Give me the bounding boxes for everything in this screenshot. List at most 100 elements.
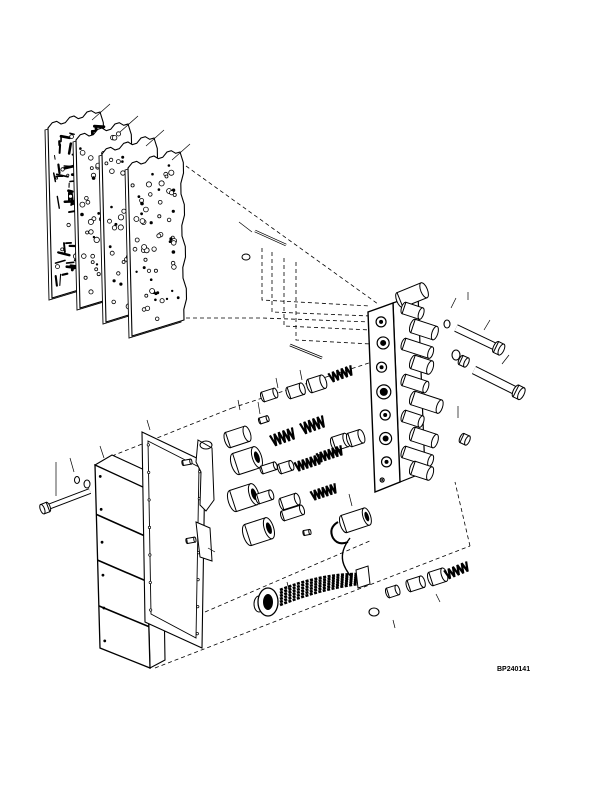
separator-gasket-lower-hole [164, 174, 169, 179]
leader-line-5 [146, 419, 151, 431]
separator-plate-hole [114, 222, 118, 226]
gasket-hole [146, 443, 150, 447]
dowel-pin [289, 344, 323, 359]
plug-nut-lower [458, 432, 471, 446]
bottom-spool-b [426, 567, 449, 587]
separator-plate-hole [121, 155, 125, 159]
valve-body-half-plate-channel [67, 142, 73, 155]
cover-bolt-hole [98, 475, 102, 478]
valve-body-fitting-3-end-face [427, 346, 435, 359]
check-ball [241, 253, 251, 261]
solenoid-spool-spring-parts [223, 229, 372, 547]
valve-body-bore-center [379, 319, 384, 324]
gasket-hole [147, 525, 152, 530]
separator-gasket-upper-hole [92, 235, 96, 239]
mounting-bolt-upper-shaft [454, 325, 498, 350]
leader-line-11 [450, 297, 457, 309]
separator-gasket-lower-hole [170, 240, 177, 246]
separator-gasket-lower-hole [149, 221, 153, 225]
separator-gasket-lower-hole [176, 296, 180, 300]
gasket-hole [196, 578, 200, 582]
solenoid-spool-d-end-face [293, 492, 301, 506]
cover-rib-1 [96, 513, 147, 538]
leader-line-6 [237, 399, 241, 411]
separator-gasket-lower-hole [154, 316, 160, 321]
separator-gasket-lower-hole [153, 268, 158, 273]
separator-plate-hole [121, 160, 124, 163]
leader-line-17 [392, 619, 396, 629]
valve-body-half-plate-channel [59, 273, 62, 286]
harness-lead [341, 537, 353, 579]
o-ring-bottom [368, 607, 380, 617]
valve-body-bore-center [380, 339, 387, 346]
valve-body-half-plate-channel [57, 163, 61, 175]
solenoid-spool-d [278, 492, 301, 511]
separator-gasket-lower-hole [151, 172, 154, 176]
separator-gasket-lower-hole [171, 264, 177, 270]
separator-plate-stack [44, 103, 191, 339]
separator-gasket-upper-hole [81, 253, 87, 259]
valve-spool-a-end-face [298, 382, 306, 395]
bottom-plug-end-face [394, 584, 401, 596]
valve-body-fitting-1 [400, 301, 425, 320]
separator-gasket-upper-hole [79, 201, 86, 208]
separator-gasket-lower-hole [149, 288, 156, 294]
solenoid-upper-core [253, 451, 260, 463]
valve-body-half-plate-port [55, 176, 59, 180]
bottom-plug [384, 584, 401, 599]
separator-plate-hole [116, 271, 121, 276]
spring-a [327, 365, 353, 383]
leader-line-3 [69, 457, 75, 473]
valve-body-half-plate-channel [55, 173, 69, 178]
separator-gasket-lower-hole [133, 216, 140, 222]
valve-body-bore-center [382, 435, 389, 442]
cover-bolt-hole [103, 639, 107, 643]
wiring-harness [253, 537, 371, 617]
valve-body-half-plate-channel [65, 265, 76, 269]
solenoid-spool-a-end-face [272, 461, 278, 471]
separator-gasket-upper-hole [87, 218, 94, 225]
regulator-valve [223, 425, 252, 449]
harness-bracket-lower [195, 521, 213, 562]
valve-body-fitting-4 [408, 354, 435, 375]
o-ring [199, 440, 213, 450]
separator-gasket-upper-hole [88, 289, 94, 295]
side-cover-assembly [39, 431, 215, 669]
leader-line-10 [348, 493, 353, 507]
gasket-hole [148, 580, 152, 585]
solenoid-spool-e-end-face [298, 504, 306, 516]
valve-body-half-plate-channel [70, 199, 73, 206]
separator-gasket-lower-hole [134, 237, 140, 243]
solenoid-middle [226, 483, 260, 513]
separator-gasket-lower-hole [144, 293, 149, 298]
separator-gasket-upper-hole [116, 131, 122, 137]
separator-plate-hole [121, 260, 126, 264]
separator-gasket-lower-hole [159, 298, 165, 304]
separator-gasket-upper-hole [84, 195, 89, 201]
valve-spool-a [285, 382, 306, 400]
separator-gasket-upper-leader [119, 115, 139, 133]
spring-f [309, 483, 337, 501]
valve-body-half-plate-channel [59, 134, 71, 140]
separator-gasket-upper-hole [93, 236, 100, 243]
separator-plate-hole [119, 282, 123, 286]
separator-gasket-lower-hole [157, 214, 162, 219]
separator-plate-hole [110, 205, 113, 209]
leader-line-1 [238, 221, 253, 233]
valve-body-half-plate-channel [54, 259, 66, 264]
assembly-dashed-lines [111, 165, 471, 669]
cover-bolt-hole [101, 573, 105, 577]
separator-plate-hole [109, 250, 115, 256]
separator-gasket-lower-hole [146, 268, 152, 273]
dashed-line-cover-top [111, 407, 233, 457]
spring-c [298, 415, 325, 435]
separator-gasket-lower-leader [171, 143, 191, 161]
separator-gasket-lower-hole [140, 212, 144, 216]
harness-end-plug [355, 565, 371, 589]
valve-body-fitting-8-end-face [430, 433, 439, 449]
roll-pin [254, 230, 287, 246]
valve-body-half-plate-channel [52, 172, 57, 183]
harness-wire-4 [279, 578, 359, 601]
separator-gasket-lower-hole [171, 250, 176, 254]
cover-bolt-head [39, 501, 52, 515]
